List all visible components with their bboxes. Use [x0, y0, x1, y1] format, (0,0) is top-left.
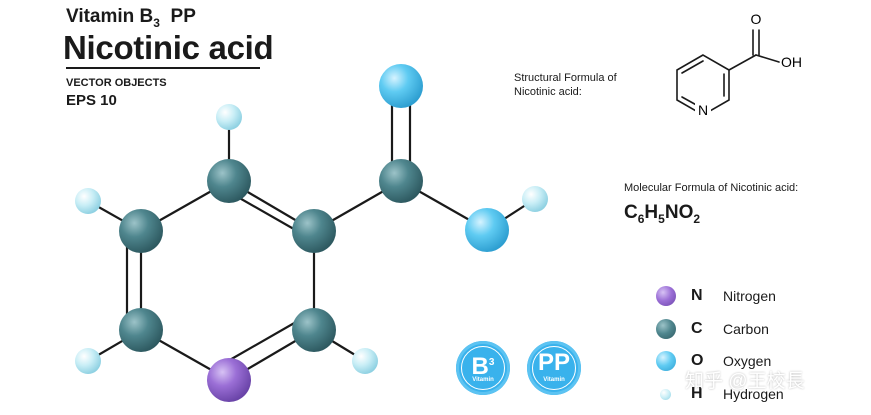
bond [226, 316, 305, 363]
watermark: 知乎 @王校長 [685, 371, 805, 392]
atoms [75, 64, 548, 402]
carbon-atom [292, 308, 336, 352]
vitamin-pp-badge: PP Vitamin [527, 341, 581, 395]
legend-label: Hydrogen [723, 386, 784, 402]
inner-bond [681, 60, 704, 74]
carbon-dot-icon [656, 319, 676, 339]
carbon-atom [379, 159, 423, 203]
carbon-atom [292, 209, 336, 253]
structural-formula-caption: Structural Formula of Nicotinic acid: [514, 72, 617, 98]
hydrogen-atom [352, 348, 378, 374]
structural-atom-oh: OH [781, 54, 802, 70]
title-divider [66, 67, 260, 69]
hydroxyl-bond [755, 54, 780, 63]
hydrogen-atom [216, 104, 242, 130]
molecular-formula-caption: Molecular Formula of Nicotinic acid: [624, 182, 799, 194]
badge-title: PP [537, 349, 570, 376]
hydrogen-dot-icon [660, 389, 671, 400]
nitrogen-dot-icon [656, 286, 676, 306]
badge-caption: Vitamin [472, 377, 494, 383]
badge-title: B3 [471, 353, 495, 380]
legend-symbol: H [691, 385, 703, 402]
carboxyl-bond [728, 54, 757, 71]
hydrogen-atom [75, 188, 101, 214]
badge-caption: Vitamin [543, 377, 565, 383]
oxygen-atom [465, 208, 509, 252]
hydrogen-atom [522, 186, 548, 212]
legend-label: Carbon [723, 321, 769, 337]
carbon-atom [207, 159, 251, 203]
legend-label: Nitrogen [723, 288, 776, 304]
vector-objects-label: VECTOR OBJECTS [66, 77, 167, 89]
legend-symbol: N [691, 287, 703, 304]
hydrogen-atom [75, 348, 101, 374]
structural-formula: N O OH [676, 11, 802, 118]
vitamin-b3-badge: B3 Vitamin [456, 341, 510, 395]
legend-label: Oxygen [723, 353, 772, 369]
molecular-formula: C6H5NO2 [624, 202, 701, 226]
page-title: Nicotinic acid [63, 29, 274, 66]
structural-atom-o: O [751, 11, 762, 27]
oxygen-dot-icon [656, 351, 676, 371]
badge-ring [532, 346, 576, 390]
badge-ring [461, 346, 505, 390]
legend-symbol: C [691, 320, 703, 337]
title-line-1: Vitamin B3 PP [66, 6, 196, 30]
nitrogen-atom [207, 358, 251, 402]
oxygen-atom [379, 64, 423, 108]
carbon-atom [119, 209, 163, 253]
structural-atom-n: N [698, 102, 708, 118]
legend-symbol: O [691, 352, 704, 369]
carbon-atom [119, 308, 163, 352]
eps-label: EPS 10 [66, 92, 117, 109]
